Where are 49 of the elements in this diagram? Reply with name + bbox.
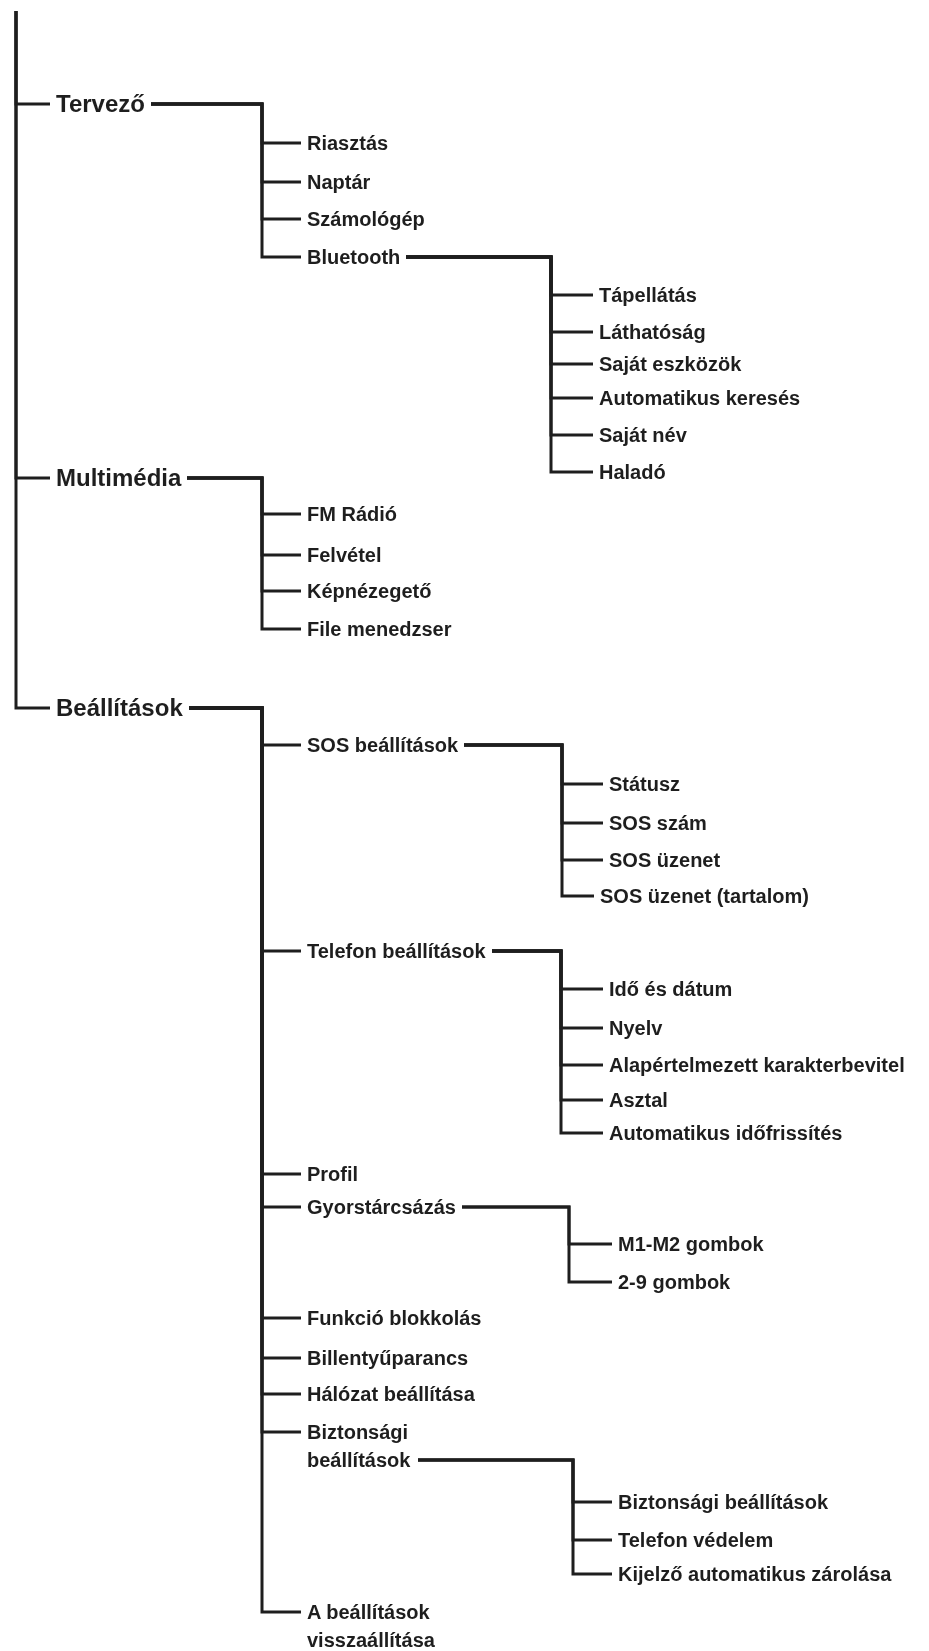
menu-item-label: SOS szám [603,811,713,835]
tree-connector [187,476,301,631]
menu-item-label: M1-M2 gombok [612,1232,770,1256]
tree-connector [418,1458,612,1576]
menu-item-label: 2-9 gombok [612,1270,737,1294]
menu-item-label: Kijelző automatikus zárolása [612,1562,898,1586]
menu-item-label: A beállítások visszaállítása [301,1598,442,1651]
menu-item-label: Képnézegető [301,579,438,603]
menu-item-label: Idő és dátum [603,977,739,1001]
menu-item-label: Asztal [603,1088,674,1112]
menu-item-label: Bluetooth [301,245,407,269]
menu-item-label: Gyorstárcsázás [301,1195,462,1219]
menu-item-label: Haladó [593,460,672,484]
menu-item-label: Automatikus keresés [593,386,807,410]
tree-connector [492,949,603,1135]
tree-connector [462,1205,612,1284]
menu-item-label: Naptár [301,170,377,194]
menu-item-label: Telefon beállítások [301,939,492,963]
menu-item-label: Profil [301,1162,365,1186]
menu-category-label: Multimédia [50,464,188,492]
menu-item-label: Funkció blokkolás [301,1306,488,1330]
menu-item-label: SOS üzenet [603,848,727,872]
tree-connector [189,706,301,1614]
menu-item-label: Tápellátás [593,283,703,307]
menu-item-label: Státusz [603,772,687,796]
menu-item-label: Saját eszközök [593,352,748,376]
menu-item-label: Felvétel [301,543,388,567]
menu-item-label: File menedzser [301,617,458,641]
menu-item-label: Billentyűparancs [301,1346,475,1370]
tree-connector [14,11,50,710]
menu-item-label: Biztonsági beállítások [301,1418,418,1474]
menu-category-label: Beállítások [50,694,189,722]
menu-item-label: Automatikus időfrissítés [603,1121,849,1145]
tree-connector [151,102,301,259]
tree-connector [464,743,594,898]
tree-connector [406,255,593,474]
menu-category-label: Tervező [50,90,151,118]
menu-item-label: Biztonsági beállítások [612,1490,835,1514]
menu-item-label: SOS üzenet (tartalom) [594,884,815,908]
menu-item-label: Alapértelmezett karakterbevitel [603,1053,911,1077]
menu-item-label: Telefon védelem [612,1528,780,1552]
menu-item-label: SOS beállítások [301,733,465,757]
menu-item-label: Számológép [301,207,431,231]
menu-item-label: Saját név [593,423,693,447]
menu-item-label: Láthatóság [593,320,712,344]
menu-item-label: FM Rádió [301,502,403,526]
menu-item-label: Riasztás [301,131,395,155]
menu-item-label: Hálózat beállítása [301,1382,481,1406]
menu-item-label: Nyelv [603,1016,669,1040]
